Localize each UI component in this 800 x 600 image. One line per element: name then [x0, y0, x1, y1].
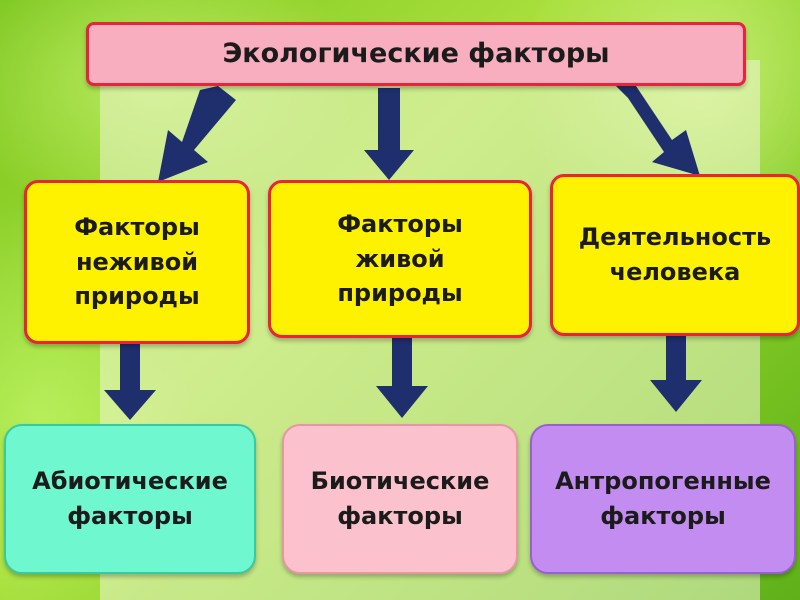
- arrow-category-3-to-anthropogenic: [650, 336, 702, 412]
- factor-box-anthropogenic: Антропогенные факторы: [530, 424, 796, 574]
- arrow-category-2-to-biotic: [376, 338, 428, 418]
- arrow-category-1-to-abiotic: [104, 344, 156, 420]
- factor-label: Абиотические факторы: [32, 467, 228, 530]
- category-label: Факторы живой природы: [337, 209, 463, 308]
- factor-label: Биотические факторы: [310, 467, 490, 530]
- category-box-living-nature: Факторы живой природы: [268, 180, 532, 338]
- arrow-title-to-category-3: [616, 86, 700, 176]
- arrow-title-to-category-2: [364, 88, 414, 180]
- title-box: Экологические факторы: [86, 22, 746, 86]
- category-label: Деятельность человека: [578, 223, 772, 286]
- factor-box-biotic: Биотические факторы: [282, 424, 518, 574]
- factor-box-abiotic: Абиотические факторы: [4, 424, 256, 574]
- factor-label: Антропогенные факторы: [555, 467, 771, 530]
- arrow-title-to-category-1: [158, 86, 236, 182]
- diagram-title: Экологические факторы: [222, 38, 610, 70]
- category-label: Факторы неживой природы: [74, 212, 200, 311]
- category-box-human-activity: Деятельность человека: [550, 174, 800, 336]
- category-box-abiotic-nature: Факторы неживой природы: [24, 180, 250, 344]
